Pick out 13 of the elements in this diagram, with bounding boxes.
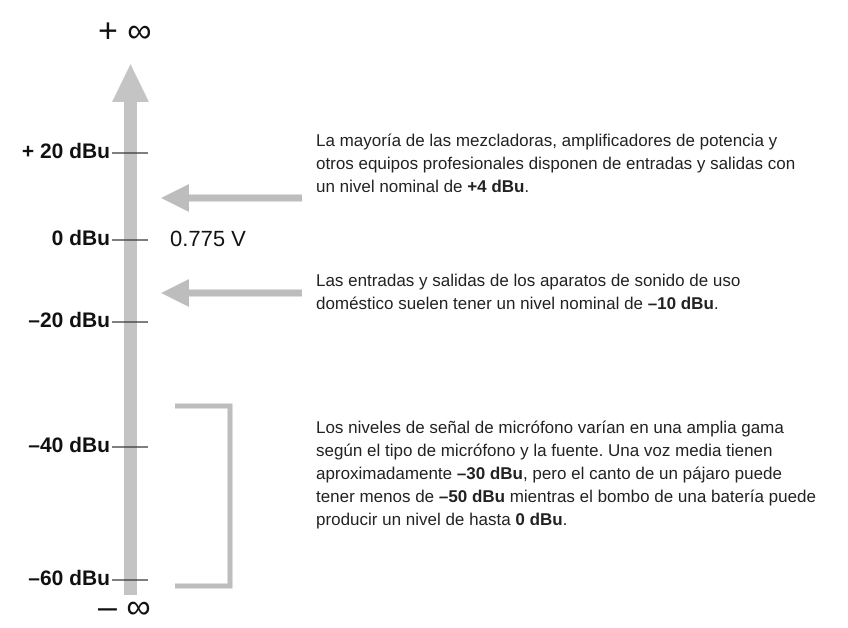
scale-value-label: –60 dBu	[28, 567, 110, 591]
description-text: Las entradas y salidas de los aparatos de sonido de uso doméstico suelen tener un nivel nominal de –10 dBu.	[316, 269, 816, 315]
description-text: Los niveles de señal de micrófono varían en una amplia gama según el tipo de micrófono y la fuente. Una voz media tienen aproximadamente –30 dBu, pero el canto de un pájaro puede tener menos de –50 dBu mientras el bombo de una batería puede producir un nivel de hasta 0 dBu.	[316, 416, 821, 531]
infinity-label: – ∞	[98, 588, 151, 627]
arrow	[161, 279, 302, 307]
scale-value-label: –40 dBu	[28, 434, 110, 458]
scale-value-label: + 20 dBu	[22, 140, 110, 164]
scale-value-label: 0 dBu	[52, 227, 110, 251]
infinity-label: + ∞	[98, 12, 152, 51]
scale-value-label: –20 dBu	[28, 309, 110, 333]
description-text: La mayoría de las mezcladoras, amplificadores de potencia y otros equipos profesionales disponen de entradas y salidas con un nivel nominal de +4 dBu.	[316, 129, 816, 198]
voltage-label: 0.775 V	[170, 226, 246, 252]
arrow	[161, 184, 302, 212]
